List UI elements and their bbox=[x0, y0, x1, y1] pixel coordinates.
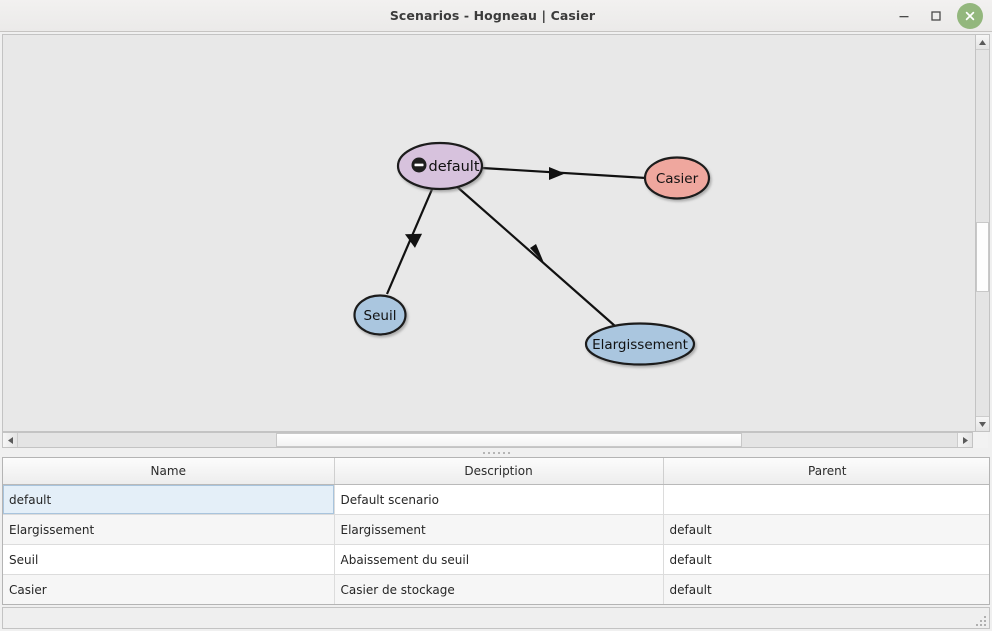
chevron-down-icon bbox=[979, 421, 986, 427]
minimize-icon bbox=[899, 15, 909, 17]
close-icon bbox=[965, 11, 975, 20]
scroll-right-arrow[interactable] bbox=[957, 433, 972, 447]
node-default-badge-group[interactable] bbox=[411, 157, 427, 173]
edge-default-elargissement[interactable] bbox=[454, 184, 616, 327]
graph-edges bbox=[385, 166, 647, 327]
chevron-up-icon bbox=[979, 39, 986, 45]
cell-parent[interactable]: default bbox=[663, 514, 989, 545]
status-bar bbox=[2, 607, 990, 629]
table-row[interactable]: default Default scenario bbox=[3, 484, 989, 515]
maximize-button[interactable] bbox=[921, 3, 951, 29]
scenario-table[interactable]: Name Description Parent default Default … bbox=[2, 457, 990, 605]
close-button[interactable] bbox=[957, 2, 983, 29]
scenario-graph-canvas[interactable]: default Casier Seuil Elargissement bbox=[2, 34, 975, 432]
graph-horizontal-scrollbar[interactable] bbox=[2, 432, 973, 448]
table-row[interactable]: Seuil Abaissement du seuil default bbox=[3, 544, 989, 575]
horizontal-scroll-thumb[interactable] bbox=[276, 433, 742, 447]
node-label-casier: Casier bbox=[656, 171, 699, 187]
chevron-left-icon bbox=[7, 436, 13, 444]
scroll-up-arrow[interactable] bbox=[976, 35, 989, 50]
maximize-icon bbox=[931, 10, 941, 21]
cell-name[interactable]: Seuil bbox=[3, 544, 335, 575]
graph-horizontal-scrollbar-row bbox=[2, 432, 990, 448]
cell-parent[interactable]: default bbox=[663, 574, 989, 604]
table-header-row: Name Description Parent bbox=[3, 458, 989, 485]
table-row[interactable]: Casier Casier de stockage default bbox=[3, 574, 989, 604]
column-header-parent[interactable]: Parent bbox=[663, 458, 989, 485]
cell-description[interactable]: Casier de stockage bbox=[334, 574, 664, 604]
scenario-graph-svg: default Casier Seuil Elargissement bbox=[353, 141, 711, 366]
graph-vertical-scrollbar[interactable] bbox=[975, 34, 990, 432]
window-title: Scenarios - Hogneau | Casier bbox=[389, 8, 596, 23]
pane-splitter[interactable] bbox=[0, 448, 992, 457]
scrollbar-corner bbox=[973, 432, 988, 448]
scenario-graph-pane: default Casier Seuil Elargissement bbox=[0, 32, 992, 432]
cell-parent[interactable] bbox=[663, 484, 989, 515]
graph-node-seuil[interactable] bbox=[353, 294, 407, 336]
chevron-right-icon bbox=[962, 436, 968, 444]
table-row[interactable]: Elargissement Elargissement default bbox=[3, 514, 989, 545]
node-label-elargissement: Elargissement bbox=[592, 337, 688, 353]
window-controls bbox=[889, 2, 992, 29]
cell-description[interactable]: Default scenario bbox=[334, 484, 664, 515]
cell-name[interactable]: default bbox=[3, 484, 335, 515]
cell-parent[interactable]: default bbox=[663, 544, 989, 575]
cell-description[interactable]: Abaissement du seuil bbox=[334, 544, 664, 575]
cell-name[interactable]: Elargissement bbox=[3, 514, 335, 545]
graph-node-default[interactable] bbox=[396, 141, 484, 191]
splitter-grip-icon bbox=[482, 451, 510, 454]
node-label-default: default bbox=[428, 159, 479, 175]
cell-description[interactable]: Elargissement bbox=[334, 514, 664, 545]
graph-node-casier[interactable] bbox=[643, 156, 711, 200]
edge-default-seuil[interactable] bbox=[385, 186, 435, 295]
minimize-button[interactable] bbox=[889, 3, 919, 29]
title-bar: Scenarios - Hogneau | Casier bbox=[0, 0, 992, 32]
scroll-left-arrow[interactable] bbox=[3, 433, 18, 447]
scenario-grid: Name Description Parent default Default … bbox=[3, 458, 989, 604]
resize-grip-icon[interactable] bbox=[973, 613, 986, 626]
column-header-description[interactable]: Description bbox=[334, 458, 664, 485]
column-header-name[interactable]: Name bbox=[3, 458, 335, 485]
cell-name[interactable]: Casier bbox=[3, 574, 335, 604]
vertical-scroll-thumb[interactable] bbox=[976, 222, 989, 292]
graph-node-elargissement[interactable] bbox=[584, 322, 696, 366]
edge-default-casier[interactable] bbox=[481, 166, 647, 180]
node-label-seuil: Seuil bbox=[364, 308, 397, 324]
vertical-scroll-track[interactable] bbox=[976, 50, 989, 416]
graph-nodes: default Casier Seuil Elargissement bbox=[353, 141, 711, 366]
scroll-down-arrow[interactable] bbox=[976, 416, 989, 431]
horizontal-scroll-track[interactable] bbox=[18, 433, 957, 447]
